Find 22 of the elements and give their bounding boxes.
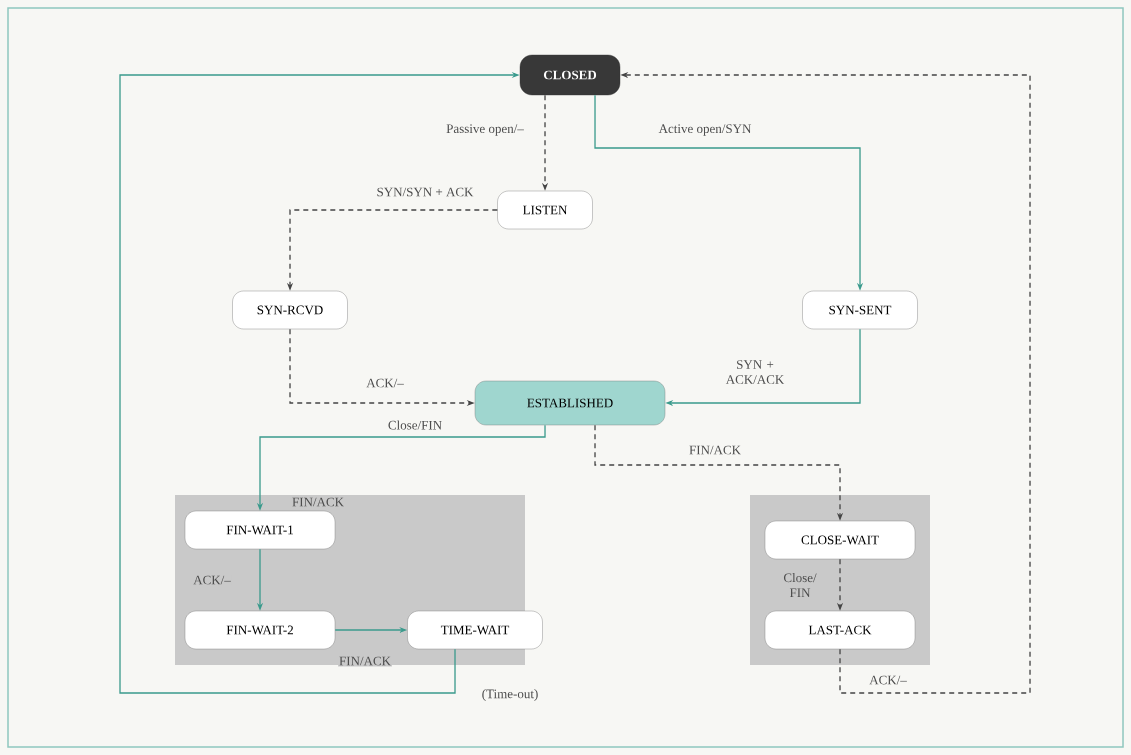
edge-label: SYN/SYN + ACK <box>375 186 475 198</box>
state-box: LAST-ACK <box>764 610 916 650</box>
edge-label: (Time-out) <box>480 688 540 702</box>
state-box: FIN-WAIT-2 <box>184 610 336 650</box>
edge-label: FIN/ACK <box>338 655 392 667</box>
edge-label: Close/FIN <box>386 419 444 431</box>
state-box: CLOSED <box>519 54 621 96</box>
edge-label: ACK/– <box>365 377 405 389</box>
edge-label: ACK/– <box>192 574 232 586</box>
state-box: SYN-SENT <box>802 290 918 330</box>
edge-label: ACK/– <box>868 674 908 686</box>
edge-label: SYN + ACK/ACK <box>723 359 787 385</box>
state-box: SYN-RCVD <box>232 290 348 330</box>
state-box: CLOSE-WAIT <box>764 520 916 560</box>
edge-label: FIN/ACK <box>688 444 742 456</box>
state-box: TIME-WAIT <box>407 610 543 650</box>
edge-label: Close/ FIN <box>779 572 821 598</box>
edge-label: Passive open/– <box>445 123 525 137</box>
state-box: ESTABLISHED <box>474 380 666 426</box>
state-box: FIN-WAIT-1 <box>184 510 336 550</box>
edge-label: Active open/SYN <box>657 123 753 137</box>
state-box: LISTEN <box>497 190 593 230</box>
